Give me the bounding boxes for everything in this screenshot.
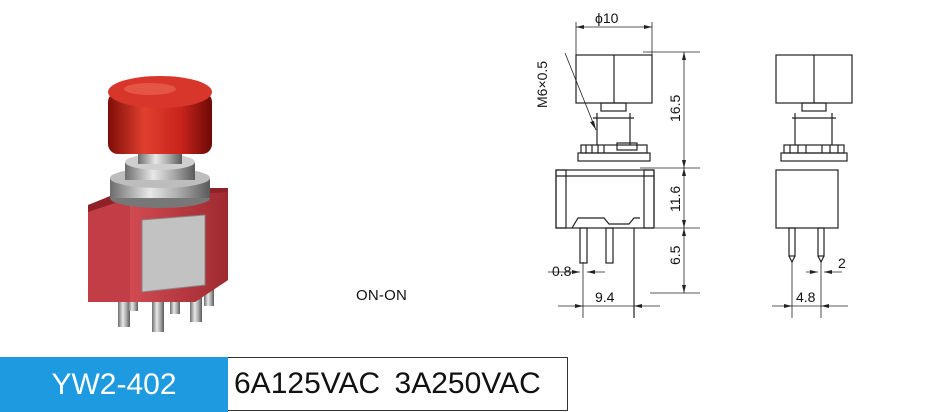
- switch-mode-label: ON-ON: [356, 287, 407, 304]
- electrical-rating: 6A125VAC 3A250VAC: [228, 357, 568, 411]
- height-top-label: 16.5: [667, 95, 683, 122]
- pin-gap-label: 2: [838, 255, 846, 271]
- switch-photo: [88, 76, 228, 332]
- pin-spacing-front-label: 9.4: [595, 289, 615, 305]
- terminal-length-label: 6.5: [667, 245, 683, 265]
- front-view: [555, 54, 655, 318]
- body-height-label: 11.6: [667, 186, 683, 212]
- terminal-width-label: 0.8: [552, 263, 572, 279]
- model-number: YW2-402: [0, 357, 228, 412]
- housing: [88, 188, 228, 302]
- red-cap: [108, 76, 212, 154]
- thread-label: M6×0.5: [534, 61, 550, 108]
- side-view: [775, 54, 853, 264]
- cap-diameter-label: ϕ10: [595, 10, 619, 26]
- pin-spacing-side-label: 4.8: [796, 289, 816, 305]
